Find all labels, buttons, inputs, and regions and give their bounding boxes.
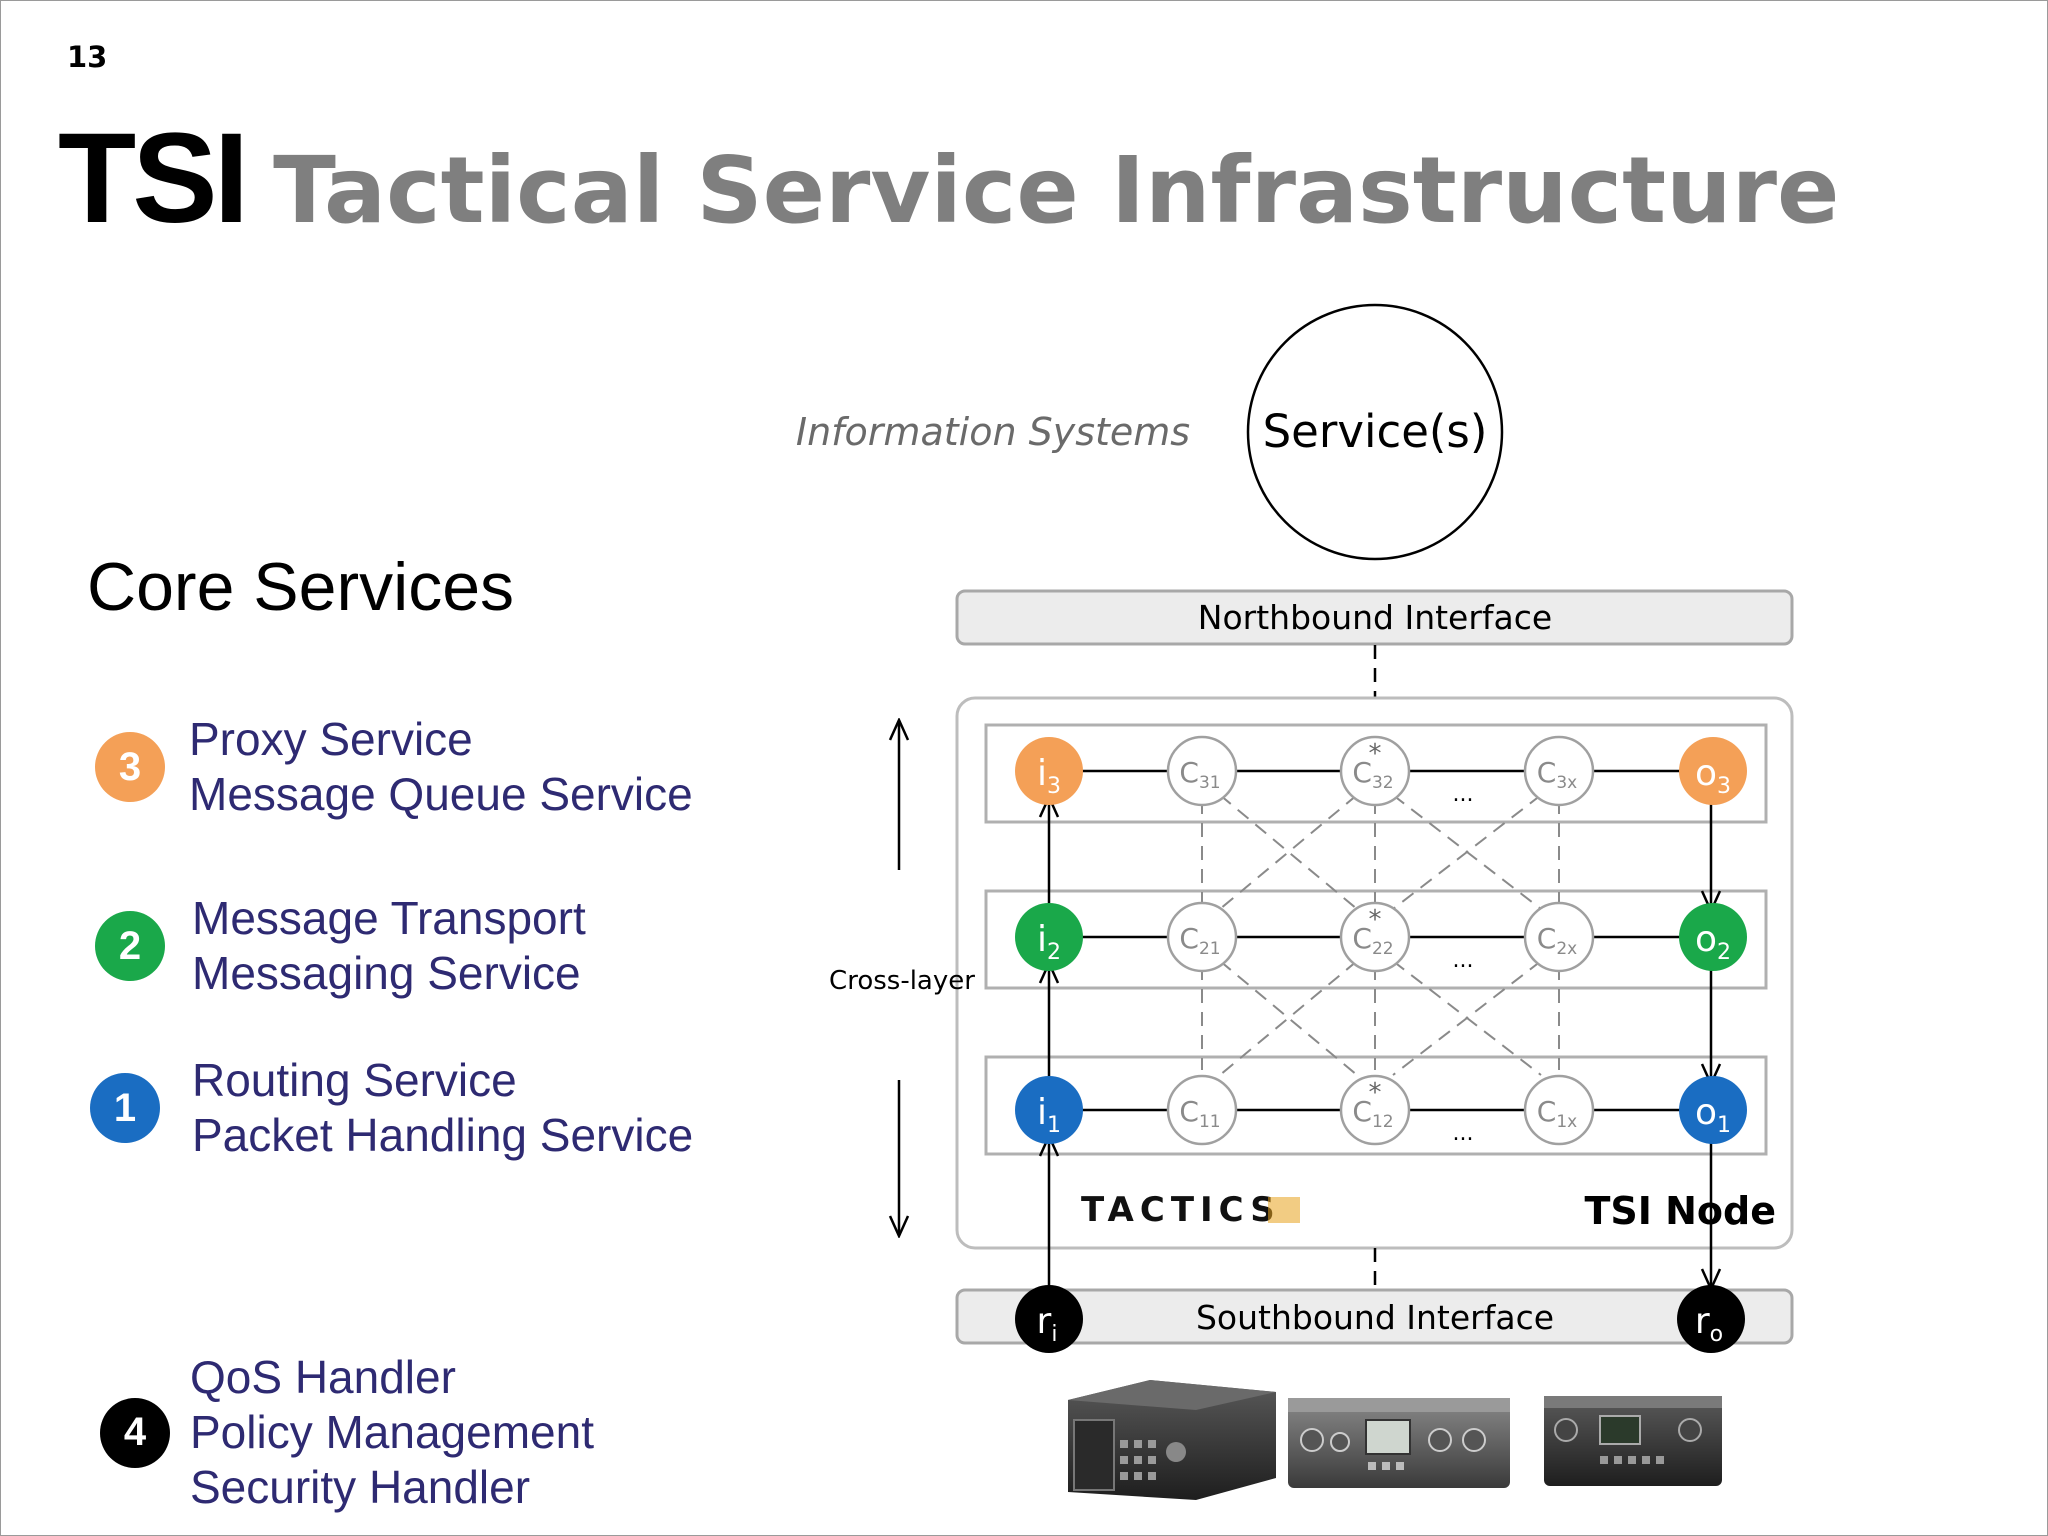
southbound-interface-label: Southbound Interface <box>1196 1298 1554 1337</box>
service-badge-1: 1 <box>90 1073 160 1143</box>
service-group-2: 2 Message Transport Messaging Service <box>95 891 586 1001</box>
cross-layer-mesh <box>1201 794 1560 1076</box>
tactics-logo-accent <box>1268 1197 1300 1223</box>
service-group-1: 1 Routing Service Packet Handling Servic… <box>90 1053 693 1163</box>
service-badge-2: 2 <box>95 911 165 981</box>
service-badge-3: 3 <box>95 732 165 802</box>
svg-text:C1x: C1x <box>1537 1095 1577 1132</box>
node-c12: * C12 <box>1339 1074 1411 1146</box>
service-label: Security Handler <box>190 1461 531 1513</box>
service-badge-4: 4 <box>100 1397 170 1468</box>
service-label: Message Queue Service <box>189 768 693 820</box>
node-c2x: C2x <box>1523 901 1595 973</box>
service-label: Packet Handling Service <box>192 1109 694 1161</box>
node-c32: * C32 <box>1339 735 1411 807</box>
node-i2: i2 <box>1015 903 1083 971</box>
title-full: Tactical Service Infrastructure <box>273 137 1840 244</box>
svg-text:o2: o2 <box>1695 919 1731 965</box>
node-c21: C21 <box>1166 901 1238 973</box>
svg-text:ri: ri <box>1037 1301 1058 1347</box>
svg-text:ro: ro <box>1695 1301 1723 1347</box>
svg-text:C3x: C3x <box>1537 756 1577 793</box>
service-label: Service(s) <box>1263 405 1488 458</box>
service-group-4: 4 QoS Handler Policy Management Security… <box>100 1350 594 1515</box>
tactics-logo: TACTICS <box>1081 1190 1281 1230</box>
svg-text:i3: i3 <box>1037 753 1061 799</box>
node-c1x: C1x <box>1523 1074 1595 1146</box>
svg-text:o3: o3 <box>1695 753 1731 799</box>
radio-device-1 <box>1068 1380 1276 1500</box>
radio-device-2 <box>1288 1398 1510 1488</box>
layer-1-box <box>984 1055 1768 1156</box>
node-i1: i1 <box>1015 1076 1083 1144</box>
node-c22: * C22 <box>1339 901 1411 973</box>
svg-text:i1: i1 <box>1037 1092 1061 1138</box>
service-group-3: 3 Proxy Service Message Queue Service <box>95 712 693 822</box>
service-label: QoS Handler <box>190 1351 456 1403</box>
node-ro: ro <box>1677 1285 1745 1353</box>
service-label: Messaging Service <box>192 947 581 999</box>
northbound-interface-label: Northbound Interface <box>1198 598 1552 637</box>
ellipsis-layer-2: ... <box>1453 948 1474 973</box>
layer-2-box <box>984 889 1768 990</box>
node-c31: C31 <box>1166 735 1238 807</box>
svg-text:C2x: C2x <box>1537 922 1577 959</box>
service-label: Message Transport <box>192 892 586 944</box>
star-marker: * <box>1369 739 1382 769</box>
core-services-heading: Core Services <box>87 549 515 625</box>
ellipsis-layer-1: ... <box>1453 1121 1474 1146</box>
svg-text:C12: C12 <box>1352 1095 1393 1132</box>
northbound-interface-bar <box>955 589 1794 646</box>
node-c3x: C3x <box>1523 735 1595 807</box>
layer-3-box <box>984 723 1768 824</box>
svg-text:C21: C21 <box>1179 922 1220 959</box>
radio-device-3 <box>1544 1396 1722 1486</box>
title-abbreviation: TSI <box>58 107 249 250</box>
node-c11: C11 <box>1166 1074 1238 1146</box>
node-o2: o2 <box>1679 903 1747 971</box>
svg-text:C22: C22 <box>1352 922 1393 959</box>
svg-text:C32: C32 <box>1352 756 1393 793</box>
svg-text:C31: C31 <box>1179 756 1220 793</box>
ellipsis-layer-3: ... <box>1453 782 1474 807</box>
flow-arrows <box>899 720 1711 1293</box>
node-o3: o3 <box>1679 737 1747 805</box>
star-marker: * <box>1369 1078 1382 1108</box>
svg-text:o1: o1 <box>1695 1092 1731 1138</box>
tsi-node-label: TSI Node <box>1584 1189 1776 1233</box>
page-number: 13 <box>67 40 108 74</box>
information-systems-label: Information Systems <box>796 410 1190 454</box>
cross-layer-label: Cross-layer <box>829 966 975 996</box>
service-label: Policy Management <box>190 1406 594 1458</box>
node-o1: o1 <box>1679 1076 1747 1144</box>
svg-text:C11: C11 <box>1179 1095 1220 1132</box>
node-i3: i3 <box>1015 737 1083 805</box>
node-ri: ri <box>1015 1285 1083 1353</box>
southbound-interface-bar <box>955 1288 1794 1345</box>
service-circle <box>1246 303 1504 561</box>
service-label: Routing Service <box>192 1054 517 1106</box>
star-marker: * <box>1369 905 1382 935</box>
svg-text:i2: i2 <box>1037 919 1061 965</box>
service-label: Proxy Service <box>189 713 473 765</box>
